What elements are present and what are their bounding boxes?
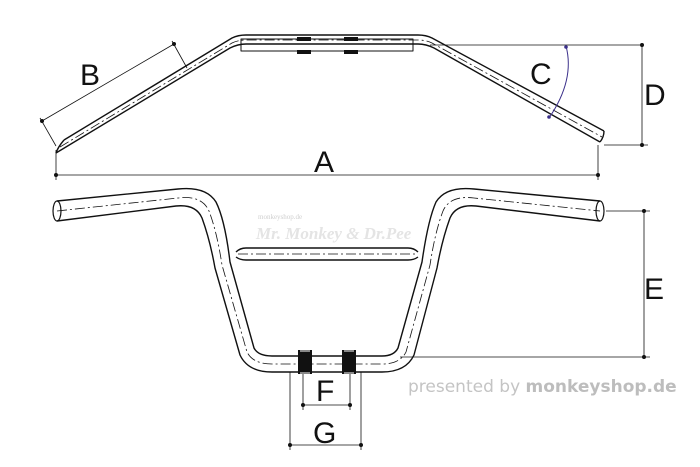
label-b: B — [80, 59, 100, 92]
label-a: A — [314, 146, 334, 179]
label-g: G — [313, 417, 336, 450]
dimension-d — [604, 43, 648, 147]
dimension-a — [54, 145, 600, 180]
watermark-site: monkeyshop.de — [258, 213, 302, 221]
dimension-b — [39, 40, 188, 147]
label-f: F — [316, 375, 334, 408]
watermark-brand: Mr. Monkey & Dr.Pee — [255, 224, 412, 243]
front-view-handlebar — [52, 187, 605, 374]
credit-line: presented by monkeyshop.de — [408, 377, 677, 397]
label-d: D — [644, 79, 666, 112]
dimension-f — [301, 374, 352, 410]
label-e: E — [644, 273, 664, 306]
credit-prefix: presented by — [408, 377, 526, 397]
label-c: C — [530, 58, 552, 91]
top-view-handlebar — [55, 34, 605, 154]
dimension-g — [288, 372, 363, 450]
dimension-e — [400, 209, 650, 359]
dimension-c — [430, 44, 640, 119]
credit-brand: monkeyshop.de — [526, 377, 677, 397]
